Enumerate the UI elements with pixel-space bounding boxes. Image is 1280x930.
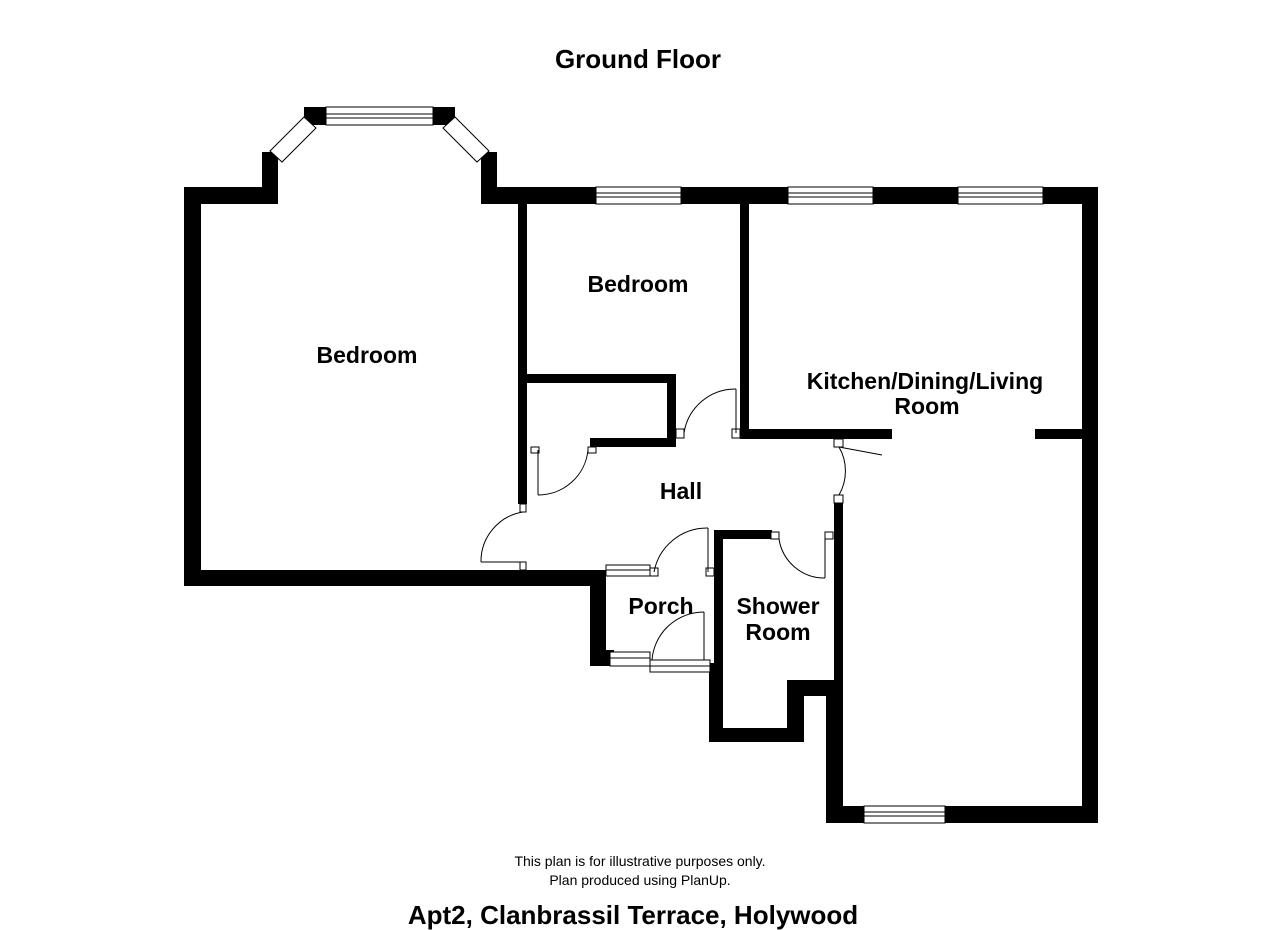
windows	[269, 106, 1044, 824]
property-address: Apt2, Clanbrassil Terrace, Holywood	[408, 900, 858, 930]
room-label-hall: Hall	[660, 478, 702, 504]
room-label-kitchen-line2: Room	[894, 393, 959, 419]
disclaimer-line-2: Plan produced using PlanUp.	[549, 872, 730, 888]
room-label-shower-line2: Room	[745, 619, 810, 645]
room-label-bedroom-main: Bedroom	[317, 342, 418, 368]
floor-title: Ground Floor	[555, 44, 721, 74]
room-label-shower-line1: Shower	[736, 593, 819, 619]
walls	[184, 107, 1098, 823]
room-label-kitchen-line1: Kitchen/Dining/Living	[807, 368, 1043, 394]
disclaimer-line-1: This plan is for illustrative purposes o…	[514, 853, 765, 869]
room-label-bedroom-second: Bedroom	[588, 271, 689, 297]
room-label-porch: Porch	[628, 593, 693, 619]
doors	[480, 388, 883, 673]
